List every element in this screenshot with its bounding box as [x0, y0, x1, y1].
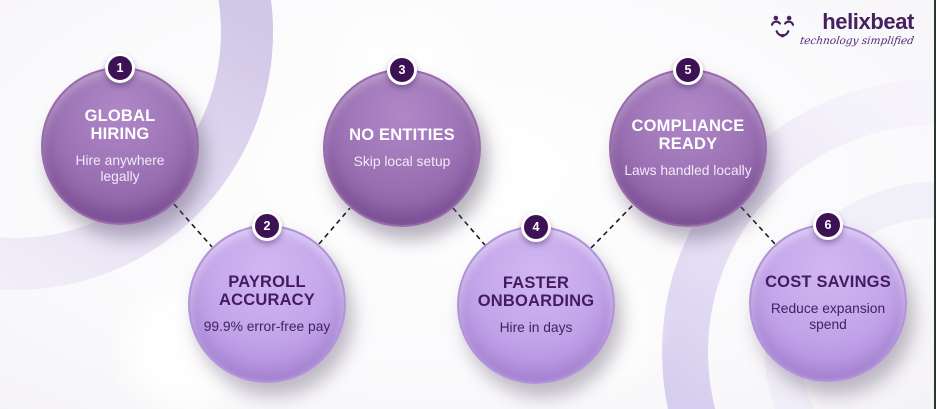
step-title: GLOBAL HIRING — [84, 106, 156, 143]
step-subtitle: Laws handled locally — [624, 163, 752, 179]
benefit-circle-5: 5 COMPLIANCE READY Laws handled locally — [609, 55, 767, 227]
step-number: 3 — [398, 63, 406, 77]
benefit-circle-4: 4 FASTER ONBOARDING Hire in days — [457, 212, 615, 384]
step-number: 1 — [116, 61, 124, 75]
logo-tagline: technology simplified — [799, 35, 915, 47]
step-number-badge: 4 — [521, 212, 551, 242]
benefit-circle-2: 2 PAYROLL ACCURACY 99.9% error-free pay — [188, 211, 346, 383]
connector-3-4 — [452, 207, 486, 246]
connector-1-2 — [173, 203, 213, 248]
step-number-badge: 3 — [387, 55, 417, 85]
step-title: NO ENTITIES — [349, 125, 455, 144]
step-title: FASTER ONBOARDING — [477, 273, 595, 310]
step-number-badge: 6 — [813, 210, 843, 240]
step-number-badge: 5 — [673, 55, 703, 85]
benefit-circle-6: 6 COST SAVINGS Reduce expansion spend — [749, 210, 907, 382]
step-title: COST SAVINGS — [765, 272, 891, 291]
background-ring-top-left — [0, 0, 273, 290]
step-number-badge: 2 — [252, 211, 282, 241]
logo-name: helixbeat — [822, 9, 914, 34]
benefit-circle-1: 1 GLOBAL HIRING Hire anywhere legally — [41, 53, 199, 225]
step-subtitle: Hire anywhere legally — [75, 153, 165, 185]
helixbeat-logo-icon — [770, 15, 795, 38]
logo-text: helixbeat technology simplified — [799, 9, 915, 48]
step-title: PAYROLL ACCURACY — [218, 272, 316, 309]
step-title: COMPLIANCE READY — [631, 116, 745, 153]
benefit-circle-3: 3 NO ENTITIES Skip local setup — [323, 55, 481, 227]
step-subtitle: Reduce expansion spend — [770, 301, 886, 333]
step-subtitle: Hire in days — [499, 320, 573, 336]
step-number-badge: 1 — [105, 53, 135, 83]
step-number: 2 — [263, 219, 271, 233]
right-edge-strip — [934, 0, 936, 409]
connector-lines — [173, 203, 776, 249]
connector-4-5 — [590, 204, 634, 249]
step-number: 4 — [532, 220, 540, 234]
helixbeat-logo: helixbeat technology simplified — [769, 9, 915, 48]
step-subtitle: Skip local setup — [353, 154, 451, 170]
step-number: 5 — [684, 63, 692, 77]
step-number: 6 — [824, 218, 832, 232]
step-subtitle: 99.9% error-free pay — [203, 319, 331, 335]
connector-2-3 — [318, 207, 351, 245]
